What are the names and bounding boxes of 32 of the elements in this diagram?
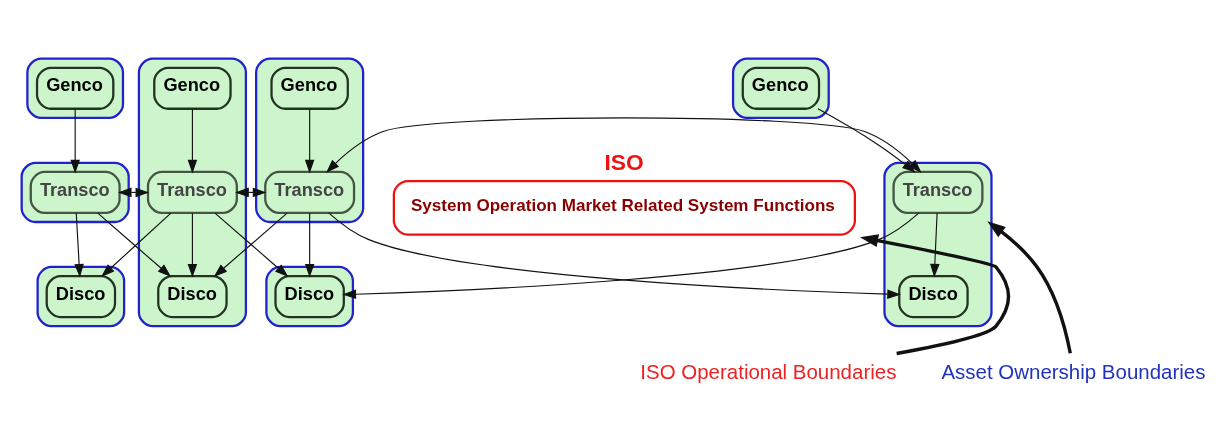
arrow — [326, 116, 922, 173]
arrow — [117, 187, 150, 197]
node-box: Genco — [35, 66, 115, 110]
cluster — [731, 57, 830, 119]
node-text: ISO Operational Boundaries — [640, 359, 897, 383]
node-box: Genco — [153, 66, 232, 110]
node-box: Transco — [29, 170, 121, 214]
node-label: ISO — [604, 148, 644, 175]
node-box: Disco — [45, 274, 117, 318]
node-box: Transco — [264, 170, 356, 214]
arrow — [74, 212, 84, 278]
node-text: Asset Ownership Boundaries — [941, 359, 1206, 383]
node-box: Genco — [270, 66, 349, 110]
cluster — [26, 57, 125, 119]
arrow — [817, 107, 916, 173]
arrow — [930, 212, 940, 278]
node-box: System Operation Market Related System Functions — [392, 179, 856, 236]
arrow — [304, 107, 315, 173]
arrow — [859, 233, 1011, 355]
node-box: Disco — [157, 274, 228, 318]
node-box: Transco — [146, 170, 238, 214]
arrow — [70, 107, 80, 173]
arrow — [187, 212, 198, 278]
node-box: Disco — [898, 274, 969, 318]
cluster — [255, 57, 365, 223]
arrow — [987, 220, 1072, 354]
arrow — [304, 212, 315, 278]
node-box: Disco — [274, 274, 345, 318]
arrow — [235, 187, 267, 197]
node-box: Transco — [892, 170, 984, 214]
arrow — [187, 107, 198, 173]
node-box: Genco — [741, 66, 821, 110]
